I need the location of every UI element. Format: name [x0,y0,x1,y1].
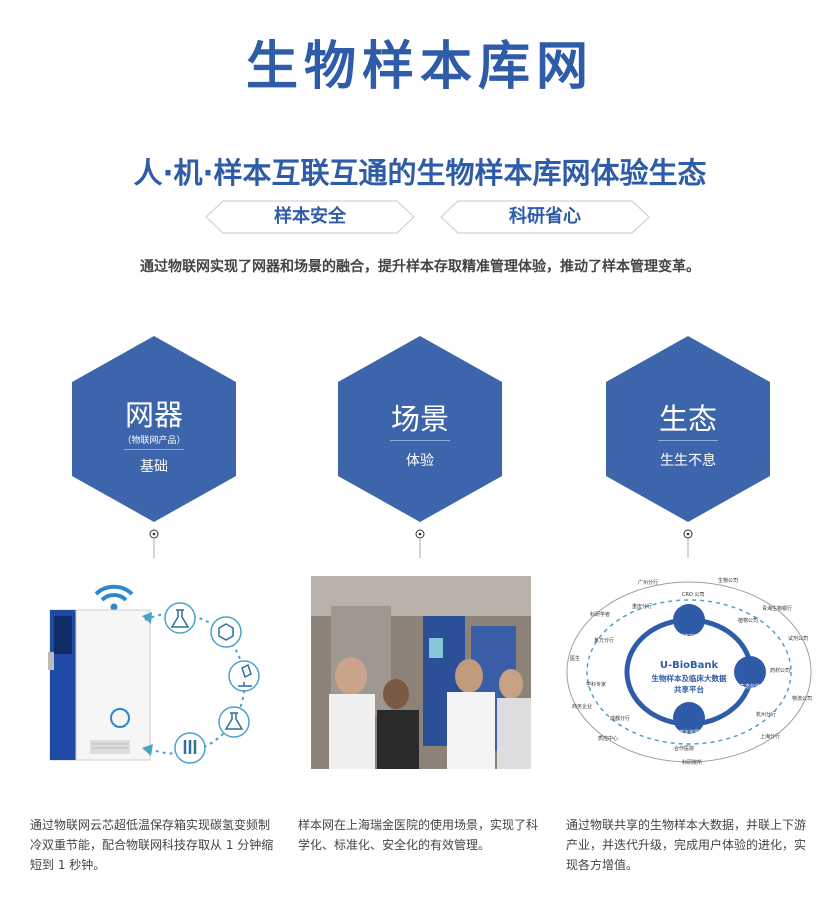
hex-ecology: 生态 生生不息 [606,336,770,522]
connector-dot [683,529,693,558]
desc-ecology: 通过物联共享的生物样本大数据，并联上下游产业，并迭代升级，完成用户体验的进化，实… [566,818,807,872]
ecosystem-label: 科研院所 [682,759,702,766]
ecosystem-label: 成都分行 [610,715,630,722]
freezer-unit [48,609,151,761]
page-subtitle: 人·机·样本互联互通的生物样本库网体验生态 [133,156,707,190]
ecosystem-label: 试剂公司 [788,635,808,642]
ecosystem-label: 物流公司 [792,695,812,702]
hex-desc: 基础 [140,459,168,475]
badge-partner [734,656,766,688]
badge-label: 样本资源 [679,729,699,736]
ecosystem-label: 上海分行 [760,733,780,740]
molecule-icon [210,616,242,648]
hex-subtitle: （物联网产品） [122,436,186,446]
ecosystem-label: 学科专家 [586,681,606,688]
ecosystem-label: 质控中心 [598,735,618,742]
hex-divider [124,449,184,450]
ecosystem-diagram: U-BioBank 生物样本及临床大数据 共享平台 样本应用 生态伙伴 样本资源… [566,577,812,766]
tag-label: 样本安全 [274,206,346,227]
ecosystem-center-en: U-BioBank [660,660,719,671]
tag-research-ease: 科研省心 [440,200,650,234]
desc-scenario: 样本网在上海瑞金医院的使用场景，实现了科学化、标准化、安全化的有效管理。 [298,818,539,852]
ecosystem-center-line: 共享平台 [674,684,704,694]
ecosystem-center-line: 生物样本及临床大数据 [652,673,727,683]
ecosystem-label: 科研学者 [590,611,610,618]
ecosystem-label: 商务企业 [572,703,592,710]
tag-label: 科研省心 [509,206,581,227]
freezer-illustration [48,584,260,764]
tag-sample-safety: 样本安全 [205,200,415,234]
ecosystem-label: 广州分行 [638,579,658,586]
ecosystem-label: 植物公司 [738,617,758,624]
connector-dot [149,529,159,558]
beaker-icon [218,706,250,738]
hospital-photo [311,576,531,769]
ecosystem-label: 医生 [570,655,580,662]
hex-desc: 体验 [406,453,434,469]
hex-title: 场景 [390,402,449,436]
intro-text: 通过物联网实现了网器和场景的融合，提升样本存取精准管理体验，推动了样本管理变革。 [140,259,700,275]
ecosystem-label: CRO 公司 [682,592,705,598]
badge-label: 生态伙伴 [740,683,760,690]
hex-scenario: 场景 体验 [338,336,502,522]
ecosystem-label: 重庆分行 [632,603,652,610]
ecosystem-label: 合作医院 [674,745,694,752]
flask-icon [164,602,196,634]
ecosystem-label: 生物公司 [718,577,738,584]
ecosystem-label: 某方分行 [594,637,614,644]
hex-title: 网器 [124,398,183,432]
badge-label: 样本应用 [679,633,699,640]
hex-title: 生态 [658,402,717,436]
connector-dot [415,529,425,558]
wifi-icon [94,584,134,611]
ecosystem-label: 杭州分行 [756,711,776,718]
test-tubes-icon [174,732,206,764]
ecosystem-label: 青海生物银行 [762,605,792,612]
hex-desc: 生生不息 [660,453,716,469]
hex-devices: 网器 （物联网产品） 基础 [72,336,236,522]
microscope-icon [228,660,260,692]
hex-divider [390,440,450,441]
ecosystem-label: 药材公司 [770,667,790,674]
page-title: 生物样本库网 [245,37,594,97]
badge-sample-resource [673,702,705,734]
badge-sample-application [673,604,705,636]
hex-divider [658,440,718,441]
desc-devices: 通过物联网云芯超低温保存箱实现碳氢变频制冷双重节能，配合物联网科技存取从 1 分… [30,818,274,872]
